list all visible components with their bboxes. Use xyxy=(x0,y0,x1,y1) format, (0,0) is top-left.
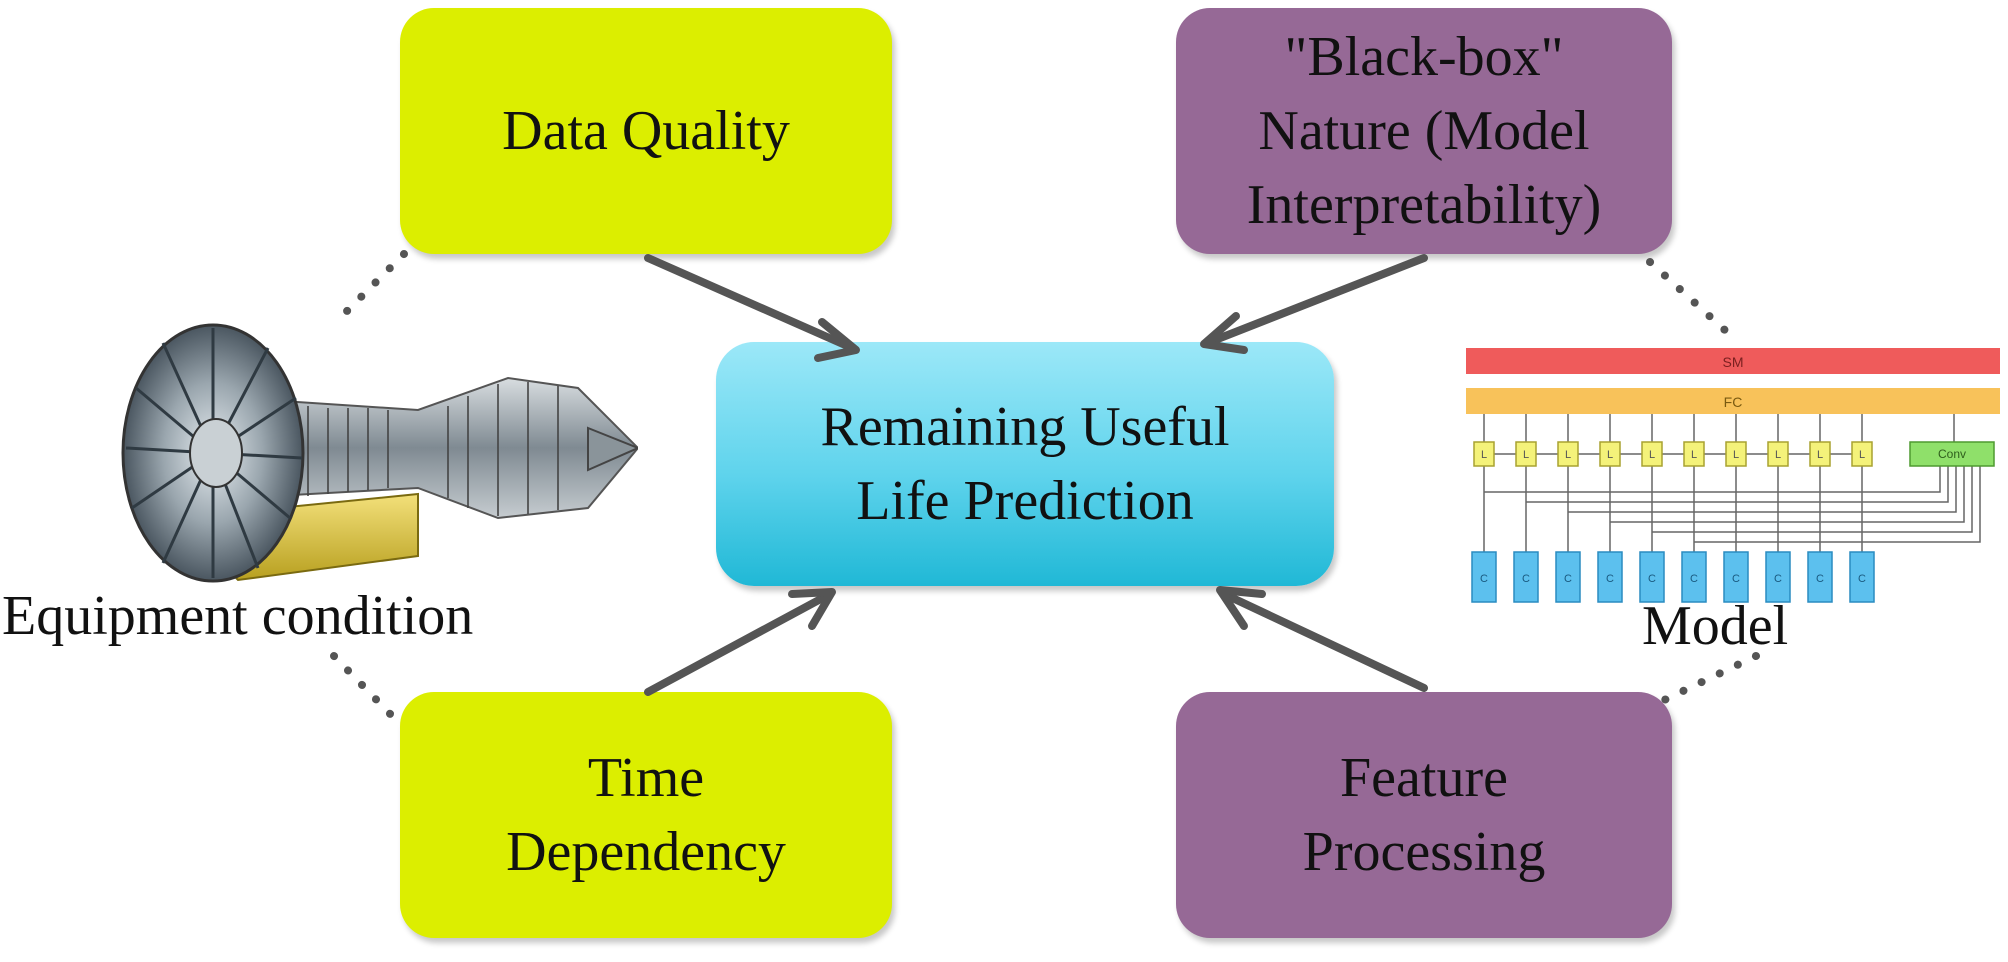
lstm-cell-label: L xyxy=(1481,449,1487,461)
jet-engine-image xyxy=(121,323,638,583)
data-quality-label: Data Quality xyxy=(502,100,790,162)
fc-layer-label: FC xyxy=(1724,394,1743,410)
lstm-cell-label: L xyxy=(1607,449,1613,461)
rul-prediction-label: Remaining Useful Life Prediction xyxy=(820,396,1230,532)
softmax-layer xyxy=(1466,348,2000,374)
softmax-layer-label: SM xyxy=(1723,354,1744,370)
time-dependency-label: Time Dependency xyxy=(506,747,786,883)
lstm-cell-label: L xyxy=(1733,449,1739,461)
feature-processing-box: Feature Processing xyxy=(1176,692,1672,938)
cnn-cell-label: C xyxy=(1690,573,1698,585)
cnn-cell-label: C xyxy=(1774,573,1782,585)
arrow-black-box xyxy=(1200,254,1428,354)
cnn-cell-label: C xyxy=(1816,573,1824,585)
arrow-data-quality xyxy=(644,254,860,362)
arrow-feature-processing xyxy=(1216,586,1428,692)
lstm-cell-label: L xyxy=(1523,449,1529,461)
time-dependency-box: Time Dependency xyxy=(400,692,892,938)
arrow-time-dependency xyxy=(644,588,836,696)
dotted-link-engine-top xyxy=(330,250,408,328)
cnn-cell-label: C xyxy=(1480,573,1488,585)
lstm-cell-label: L xyxy=(1565,449,1571,461)
dotted-link-engine-bottom xyxy=(330,652,400,724)
conv-block-label: Conv xyxy=(1938,447,1966,461)
lstm-cell-label: L xyxy=(1817,449,1823,461)
equipment-condition-caption: Equipment condition xyxy=(2,585,474,647)
lstm-cells xyxy=(1473,441,1873,467)
black-box-nature-label: "Black-box" Nature (Model Interpretabili… xyxy=(1246,26,1602,236)
model-caption: Model xyxy=(1642,595,1789,657)
dotted-link-model-top xyxy=(1646,258,1742,346)
cnn-cell-label: C xyxy=(1858,573,1866,585)
cnn-input-cells xyxy=(1471,551,1875,603)
feature-processing-label: Feature Processing xyxy=(1302,747,1546,883)
cnn-cell-label: C xyxy=(1648,573,1656,585)
neural-network-model-image: SM FC L L xyxy=(1466,348,2000,603)
lstm-cell-label: L xyxy=(1775,449,1781,461)
fc-layer xyxy=(1466,388,2000,414)
lstm-cell-label: L xyxy=(1649,449,1655,461)
lstm-cell-label: L xyxy=(1859,449,1865,461)
cnn-cell-label: C xyxy=(1606,573,1614,585)
rul-prediction-box: Remaining Useful Life Prediction xyxy=(716,342,1334,586)
conv-block xyxy=(1909,441,1995,467)
black-box-nature-box: "Black-box" Nature (Model Interpretabili… xyxy=(1176,8,1672,254)
lstm-cell-label: L xyxy=(1691,449,1697,461)
cnn-cell-label: C xyxy=(1732,573,1740,585)
cnn-cell-label: C xyxy=(1564,573,1572,585)
dotted-link-model-bottom xyxy=(1652,652,1760,708)
cnn-cell-label: C xyxy=(1522,573,1530,585)
data-quality-box: Data Quality xyxy=(400,8,892,254)
